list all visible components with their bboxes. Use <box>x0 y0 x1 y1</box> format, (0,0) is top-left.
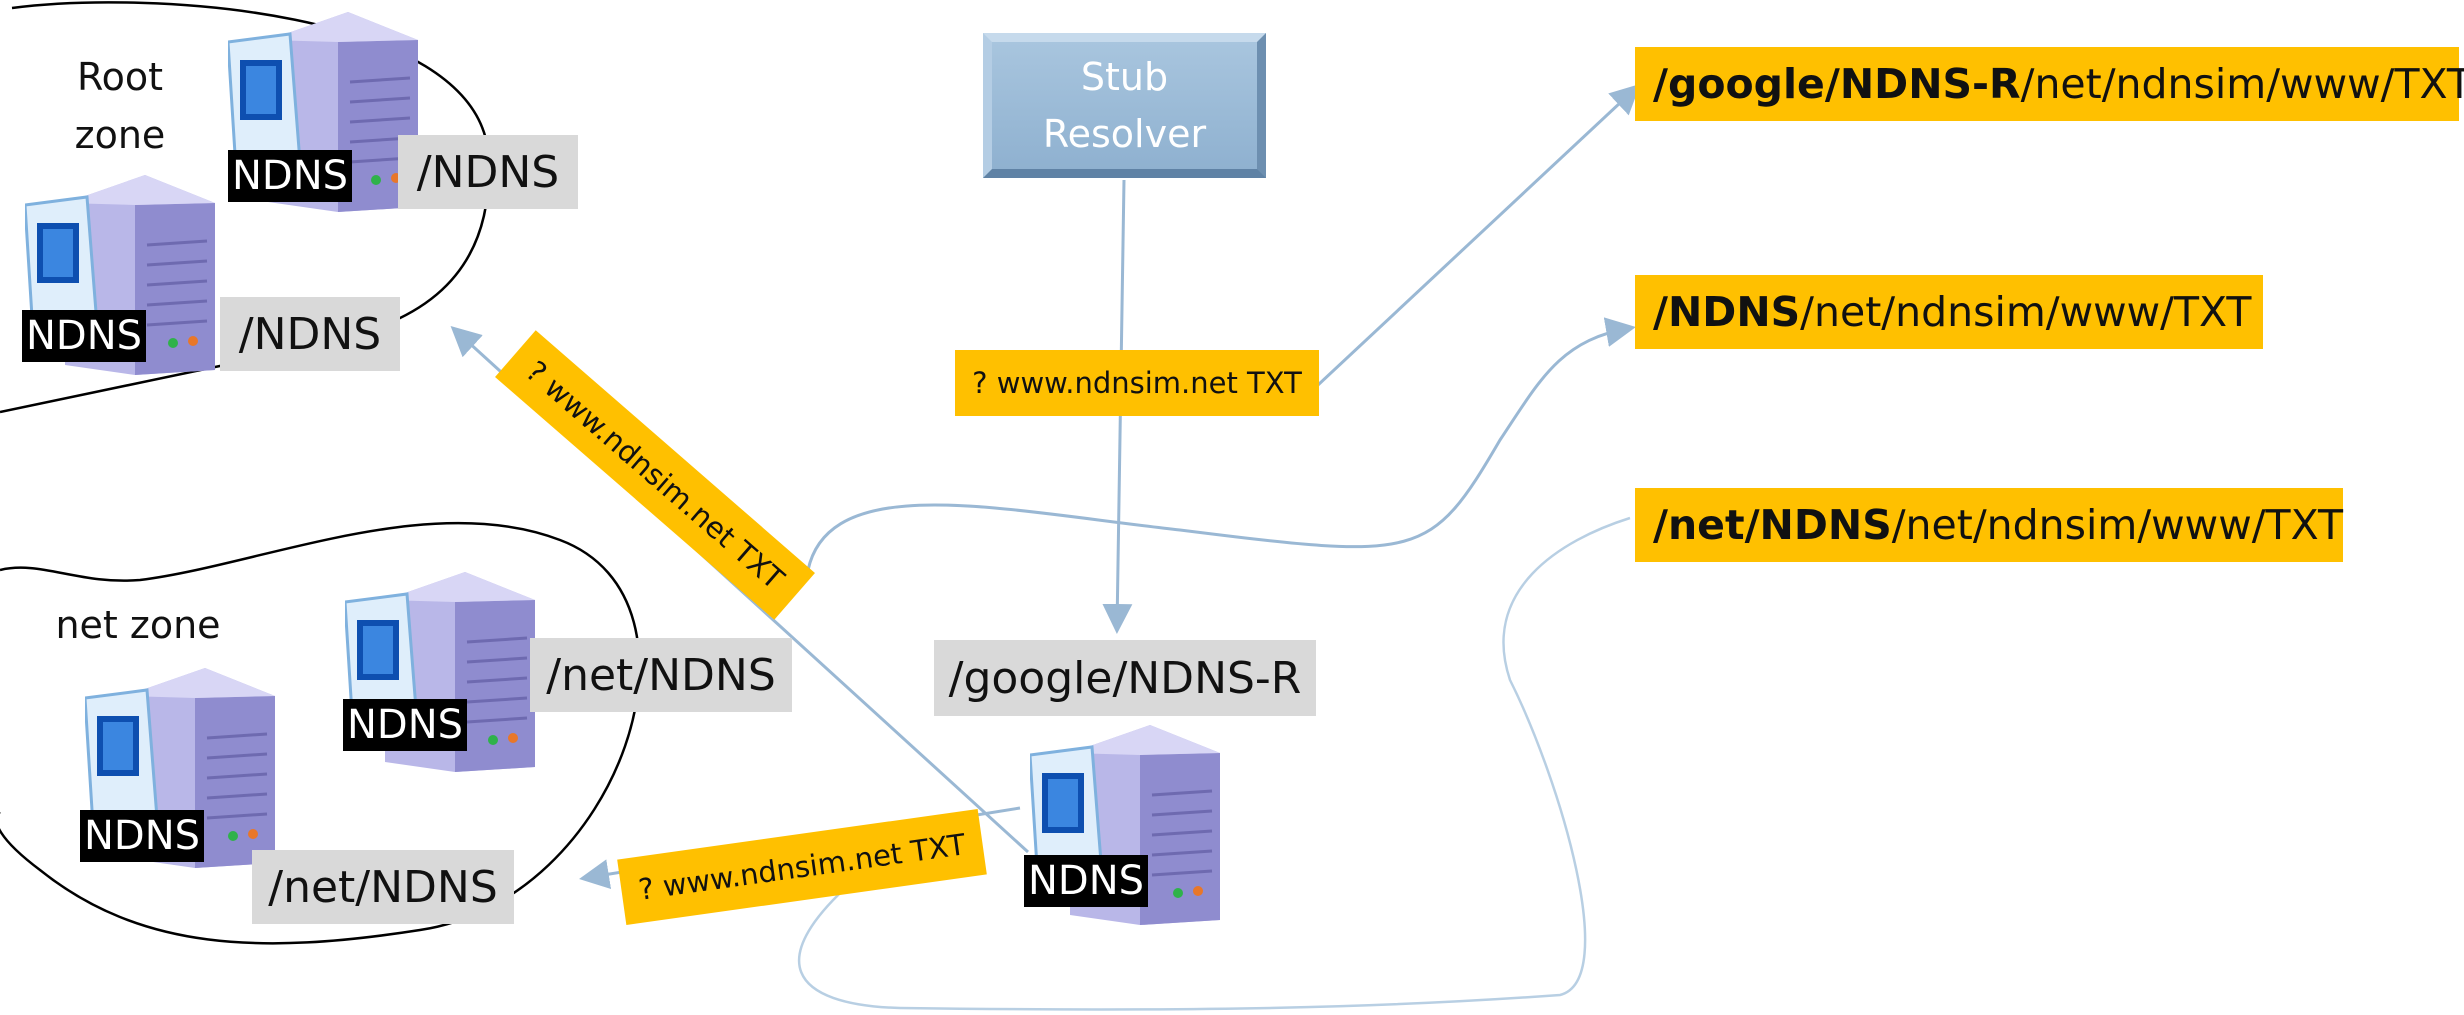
to-ndns-name-arrow <box>806 317 1636 571</box>
root-name-label-1: /NDNS <box>398 135 578 209</box>
interest-name-bold: /net/NDNS <box>1653 501 1892 549</box>
root-zone-title: Root zone <box>74 55 166 157</box>
interest-name-bold: /NDNS <box>1653 288 1801 336</box>
interest-name-rest: /net/ndnsim/www/TXT <box>1800 288 2252 336</box>
interest-name-ndns: /NDNS/net/ndnsim/www/TXT <box>1635 275 2263 349</box>
interest-name-google: /google/NDNS-R/net/ndnsim/www/TXT <box>1635 47 2464 121</box>
net-server-2-ndns-tag: NDNS <box>80 810 205 862</box>
root-zone-outline <box>0 1 490 414</box>
root-name-label-2: /NDNS <box>220 297 400 371</box>
root-server-2-ndns-tag: NDNS <box>22 310 147 362</box>
to-google-name-arrow <box>1316 83 1641 387</box>
query-stub-to-resolver: ? www.ndnsim.net TXT <box>955 350 1319 416</box>
stub-resolver-box[interactable]: Stub Resolver <box>983 33 1266 178</box>
net-name-label-1: /net/NDNS <box>530 638 792 712</box>
to-net-ndns-name-arrow <box>798 516 1631 1011</box>
resolver-name-label: /google/NDNS-R <box>934 640 1316 716</box>
interest-name-rest: /net/ndnsim/www/TXT <box>1891 501 2344 549</box>
net-server-1-ndns-tag: NDNS <box>343 699 468 751</box>
interest-name-bold: /google/NDNS-R <box>1653 60 2021 108</box>
interest-name-rest: /net/ndnsim/www/TXT <box>2020 60 2464 108</box>
net-name-label-2: /net/NDNS <box>252 850 514 924</box>
interest-name-net-ndns: /net/NDNS/net/ndnsim/www/TXT <box>1635 488 2343 562</box>
root-server-1-ndns-tag: NDNS <box>228 150 353 202</box>
net-zone-title: net zone <box>55 603 221 647</box>
resolver-ndns-tag: NDNS <box>1024 855 1149 907</box>
